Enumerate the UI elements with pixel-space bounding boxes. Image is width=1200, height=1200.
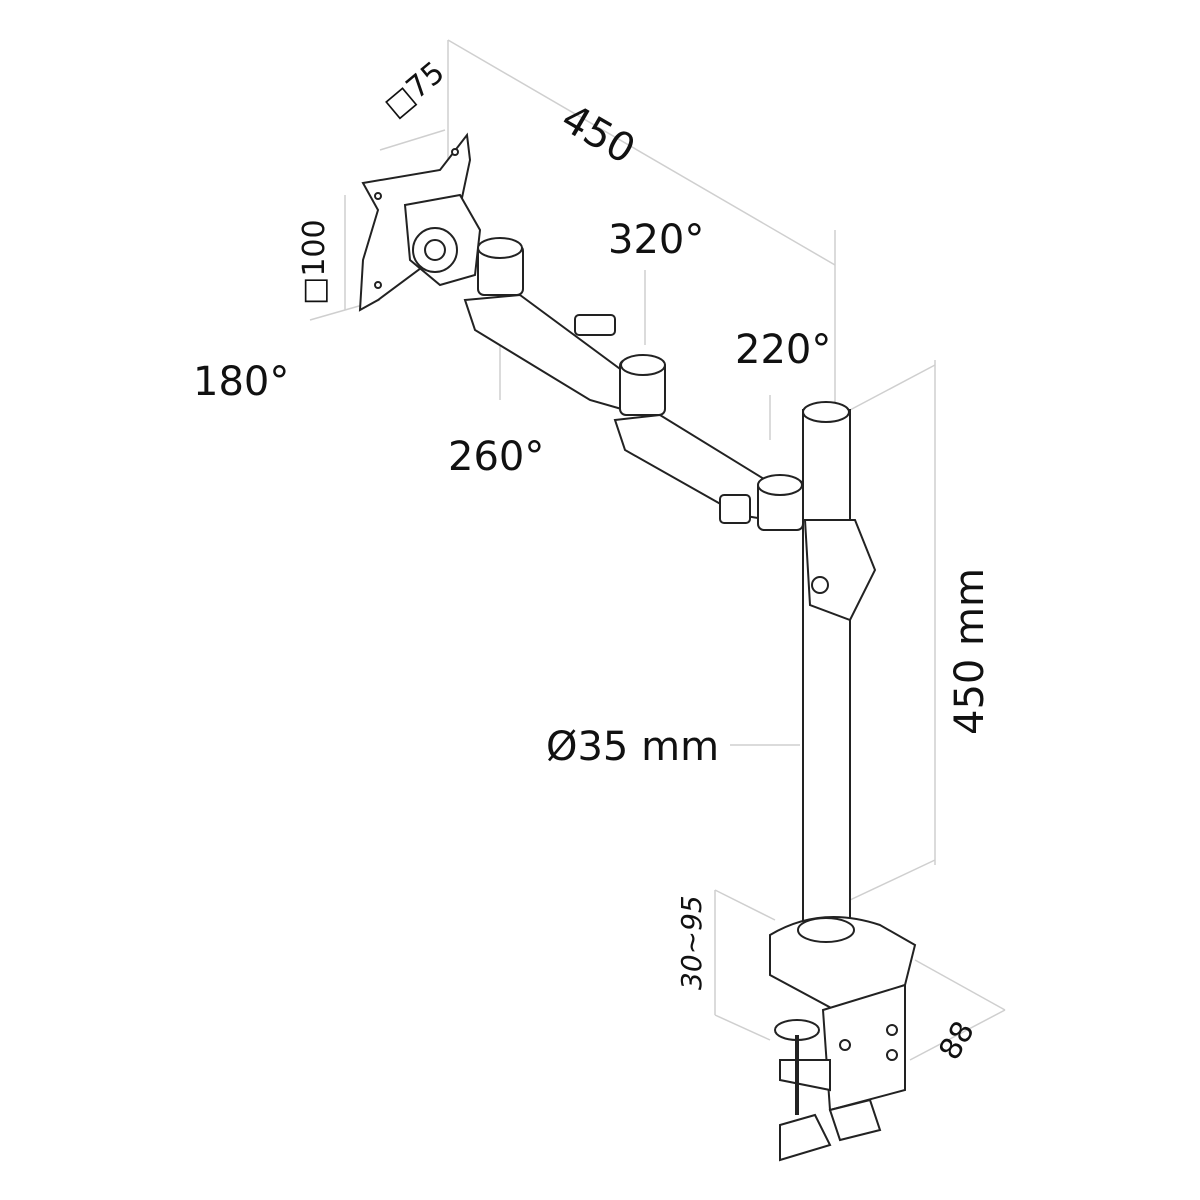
rotation-220-label: 220°	[735, 327, 832, 373]
dimension-lines	[309, 39, 1006, 1061]
pole-diameter-label: Ø35 mm	[546, 724, 720, 770]
arm-segment-1	[463, 293, 637, 412]
clamp-foot-right	[828, 1098, 882, 1142]
pole-collar	[803, 519, 877, 622]
rotation-320-label: 320°	[608, 217, 705, 263]
pole-height-label: 450 mm	[947, 568, 993, 735]
clamp-range-label: 30~95	[675, 895, 708, 990]
rotation-260-label: 260°	[448, 434, 545, 480]
rotation-180-label: 180°	[193, 359, 290, 405]
mount-lines	[358, 132, 917, 1162]
pole	[802, 409, 851, 926]
vesa-100-label: □100	[297, 219, 332, 305]
clamp-foot-left	[779, 1113, 832, 1162]
clamp-lower-arm	[779, 1059, 831, 1092]
